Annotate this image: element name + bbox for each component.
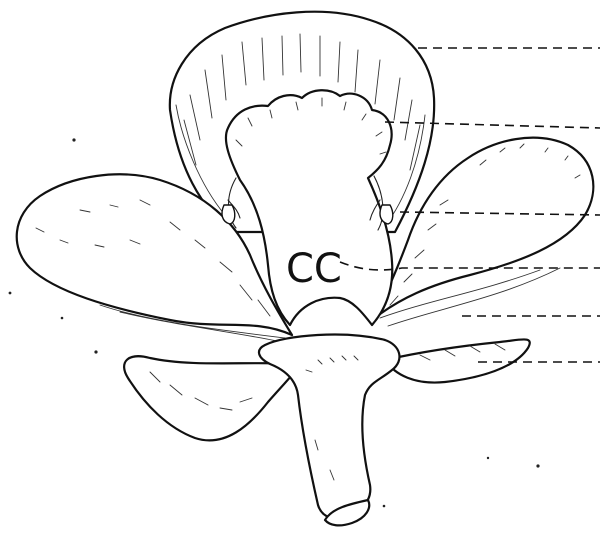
flower-stalk <box>259 335 399 526</box>
cc-label: CC <box>286 246 342 292</box>
lower-right-lobe <box>385 339 530 382</box>
lower-left-lobe <box>124 356 300 440</box>
